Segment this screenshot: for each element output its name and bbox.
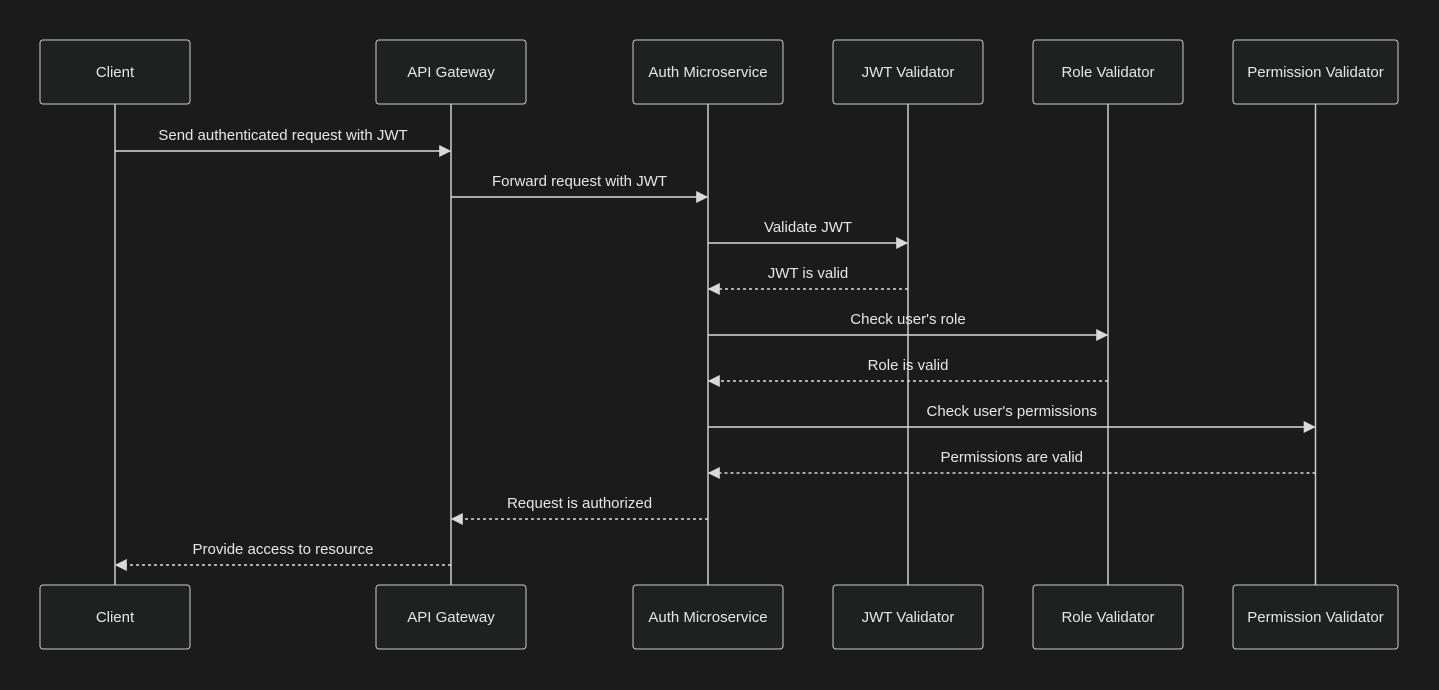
actor-label: JWT Validator bbox=[862, 64, 955, 81]
actor-client-bottom: Client bbox=[39, 584, 191, 650]
actor-gateway-top: API Gateway bbox=[375, 39, 527, 105]
actor-perm-top: Permission Validator bbox=[1232, 39, 1399, 105]
actor-jwt-bottom: JWT Validator bbox=[832, 584, 984, 650]
actor-box bbox=[1232, 39, 1399, 105]
actor-box bbox=[39, 39, 191, 105]
message-2: Forward request with JWT bbox=[451, 173, 709, 203]
actor-label: Client bbox=[96, 64, 135, 81]
actor-auth-bottom: Auth Microservice bbox=[632, 584, 784, 650]
actor-label: JWT Validator bbox=[862, 609, 955, 626]
message-10: Provide access to resource bbox=[114, 541, 451, 571]
actor-label: API Gateway bbox=[407, 64, 495, 81]
message-label: Forward request with JWT bbox=[492, 173, 667, 190]
actor-box bbox=[375, 584, 527, 650]
actor-label: Auth Microservice bbox=[648, 609, 767, 626]
message-label: Permissions are valid bbox=[940, 449, 1083, 466]
actor-client-top: Client bbox=[39, 39, 191, 105]
message-4: JWT is valid bbox=[707, 265, 908, 295]
actor-box bbox=[375, 39, 527, 105]
message-9: Request is authorized bbox=[450, 495, 708, 525]
actor-box bbox=[39, 584, 191, 650]
actor-label: API Gateway bbox=[407, 609, 495, 626]
actor-role-top: Role Validator bbox=[1032, 39, 1184, 105]
actor-box bbox=[1232, 584, 1399, 650]
message-8: Permissions are valid bbox=[707, 449, 1316, 479]
actor-gateway-bottom: API Gateway bbox=[375, 584, 527, 650]
actor-box bbox=[1032, 39, 1184, 105]
message-label: Validate JWT bbox=[764, 219, 852, 236]
actor-label: Role Validator bbox=[1061, 609, 1154, 626]
message-label: Provide access to resource bbox=[193, 541, 374, 558]
message-label: Request is authorized bbox=[507, 495, 652, 512]
actor-label: Permission Validator bbox=[1247, 609, 1383, 626]
actor-label: Client bbox=[96, 609, 135, 626]
actor-auth-top: Auth Microservice bbox=[632, 39, 784, 105]
actor-label: Role Validator bbox=[1061, 64, 1154, 81]
actor-box bbox=[832, 39, 984, 105]
actor-jwt-top: JWT Validator bbox=[832, 39, 984, 105]
actor-box bbox=[632, 39, 784, 105]
message-5: Check user's role bbox=[708, 311, 1109, 341]
message-label: Send authenticated request with JWT bbox=[158, 127, 407, 144]
message-label: Check user's permissions bbox=[927, 403, 1097, 420]
actor-label: Auth Microservice bbox=[648, 64, 767, 81]
actor-role-bottom: Role Validator bbox=[1032, 584, 1184, 650]
message-label: JWT is valid bbox=[768, 265, 849, 282]
actor-box bbox=[832, 584, 984, 650]
actor-label: Permission Validator bbox=[1247, 64, 1383, 81]
message-label: Check user's role bbox=[850, 311, 965, 328]
message-label: Role is valid bbox=[868, 357, 949, 374]
actor-perm-bottom: Permission Validator bbox=[1232, 584, 1399, 650]
message-1: Send authenticated request with JWT bbox=[115, 127, 452, 157]
message-6: Role is valid bbox=[707, 357, 1108, 387]
message-7: Check user's permissions bbox=[708, 403, 1316, 433]
actor-box bbox=[632, 584, 784, 650]
message-3: Validate JWT bbox=[708, 219, 909, 249]
actor-box bbox=[1032, 584, 1184, 650]
